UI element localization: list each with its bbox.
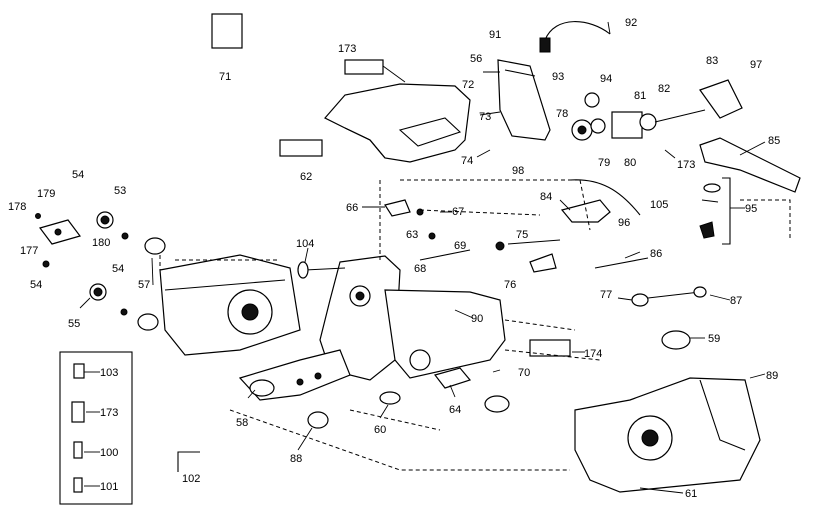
label-76: 76 [504,279,516,291]
label-60: 60 [374,424,386,436]
label-84: 84 [540,191,552,203]
label-100: 100 [100,447,118,459]
label-64: 64 [449,404,461,416]
label-89: 89 [766,370,778,382]
engine-housing [159,254,301,356]
lever-75-76 [495,239,561,273]
carburetor [571,79,743,141]
label-80: 80 [624,157,636,169]
handle-84 [560,179,641,223]
label-83: 83 [706,55,718,67]
label-53: 53 [114,185,126,197]
label-101: 101 [100,481,118,493]
throttle-parts-95 [699,177,731,245]
label-98: 98 [512,165,524,177]
guard-85 [699,137,801,193]
decal-71 [211,13,243,49]
label-104: 104 [296,238,314,250]
decal-173 [344,59,384,75]
label-95: 95 [745,203,757,215]
label-81: 81 [634,90,646,102]
label-69: 69 [454,240,466,252]
label-67: 67 [452,206,464,218]
tool-104 [297,261,346,279]
label-74: 74 [461,155,473,167]
label-54-left: 54 [30,279,42,291]
label-79: 79 [598,157,610,169]
lower-handle-58 [238,349,351,401]
label-178: 178 [8,201,26,213]
parts-63-69 [384,199,471,261]
label-86: 86 [650,248,662,260]
label-105: 105 [650,199,668,211]
label-59: 59 [708,333,720,345]
part-59 [661,330,691,350]
label-56: 56 [470,53,482,65]
label-66: 66 [346,202,358,214]
part-88 [307,411,329,429]
label-62: 62 [300,171,312,183]
label-68: 68 [414,263,426,275]
label-54-mid: 54 [112,263,124,275]
label-58: 58 [236,417,248,429]
label-179: 179 [37,188,55,200]
label-92-mid: 173 [677,159,695,171]
label-55: 55 [68,318,80,330]
leader-lines [79,21,766,494]
decal-174 [529,339,571,357]
label-63: 63 [406,229,418,241]
frame-body [319,255,506,381]
rod-86 [594,257,649,269]
label-71: 71 [219,71,231,83]
label-72: 72 [462,79,474,91]
label-87: 87 [730,295,742,307]
label-75: 75 [516,229,528,241]
label-61: 61 [685,488,697,500]
label-88: 88 [290,453,302,465]
label-91: 91 [489,29,501,41]
side-parts-left [35,211,166,331]
label-92-top: 92 [625,17,637,29]
top-cover [324,83,471,163]
label-93: 93 [552,71,564,83]
label-103: 103 [100,367,118,379]
label-77: 77 [600,289,612,301]
label-94: 94 [600,73,612,85]
fuel-line-92 [539,21,611,53]
part-60 [379,391,401,405]
label-57: 57 [138,279,150,291]
label-102: 102 [182,473,200,485]
label-96: 96 [618,217,630,229]
label-78: 78 [556,108,568,120]
label-180: 180 [92,237,110,249]
starter-grip-64 [433,367,510,413]
label-70: 70 [518,367,530,379]
label-85: 85 [768,135,780,147]
label-90: 90 [471,313,483,325]
label-174: 174 [584,348,602,360]
decal-62 [279,139,323,157]
label-82: 82 [658,83,670,95]
label-73: 73 [479,111,491,123]
label-173: 173 [338,43,356,55]
small-parts-box [59,351,133,505]
label-54-top: 54 [72,169,84,181]
label-92-box: 173 [100,407,118,419]
crankcase [574,377,761,493]
filter-cover [497,59,551,141]
assembly-lines [159,179,791,471]
tool-102 [177,451,200,472]
label-177: 177 [20,245,38,257]
grip-77-87 [631,286,707,307]
label-97: 97 [750,59,762,71]
